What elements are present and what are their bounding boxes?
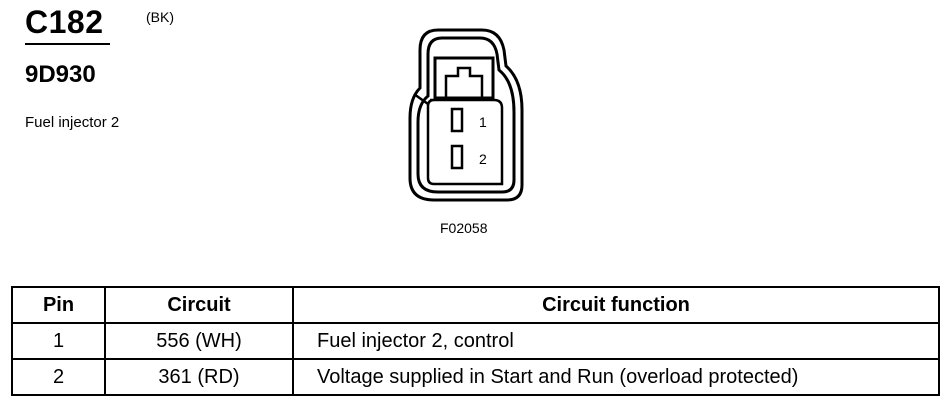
connector-outer-shell xyxy=(408,28,524,202)
color-code: (BK) xyxy=(146,9,174,25)
figure-code: F02058 xyxy=(440,220,488,236)
connector-inner-shell xyxy=(416,36,516,194)
pin-1-terminal xyxy=(450,107,464,133)
row-pin: 1 xyxy=(11,322,106,360)
table-header-row: Pin Circuit Circuit function xyxy=(11,286,940,324)
pin-cavity-frame xyxy=(426,98,504,186)
header-pin: Pin xyxy=(11,286,106,324)
pin-2-label: 2 xyxy=(479,151,487,167)
part-number: 9D930 xyxy=(25,61,96,88)
row-circuit-function: Fuel injector 2, control xyxy=(292,322,940,360)
header-circuit-function: Circuit function xyxy=(292,286,940,324)
table-row: 1 556 (WH) Fuel injector 2, control xyxy=(11,322,940,360)
keyway-line xyxy=(413,92,429,106)
pin-table: Pin Circuit Circuit function 1 556 (WH) … xyxy=(11,286,940,396)
pin-2-terminal xyxy=(450,144,464,170)
row-circuit-function: Voltage supplied in Start and Run (overl… xyxy=(292,358,940,396)
locking-tab xyxy=(433,56,495,100)
row-circuit: 556 (WH) xyxy=(104,322,294,360)
pin-1-label: 1 xyxy=(479,114,487,130)
connector-id: C182 xyxy=(25,4,104,40)
row-circuit: 361 (RD) xyxy=(104,358,294,396)
row-pin: 2 xyxy=(11,358,106,396)
title-underline xyxy=(25,43,110,45)
table-row: 2 361 (RD) Voltage supplied in Start and… xyxy=(11,358,940,396)
connector-description: Fuel injector 2 xyxy=(25,114,120,131)
locking-tab-latch xyxy=(444,66,484,98)
connector-face-diagram: 1 2 xyxy=(408,28,524,202)
header-circuit: Circuit xyxy=(104,286,294,324)
